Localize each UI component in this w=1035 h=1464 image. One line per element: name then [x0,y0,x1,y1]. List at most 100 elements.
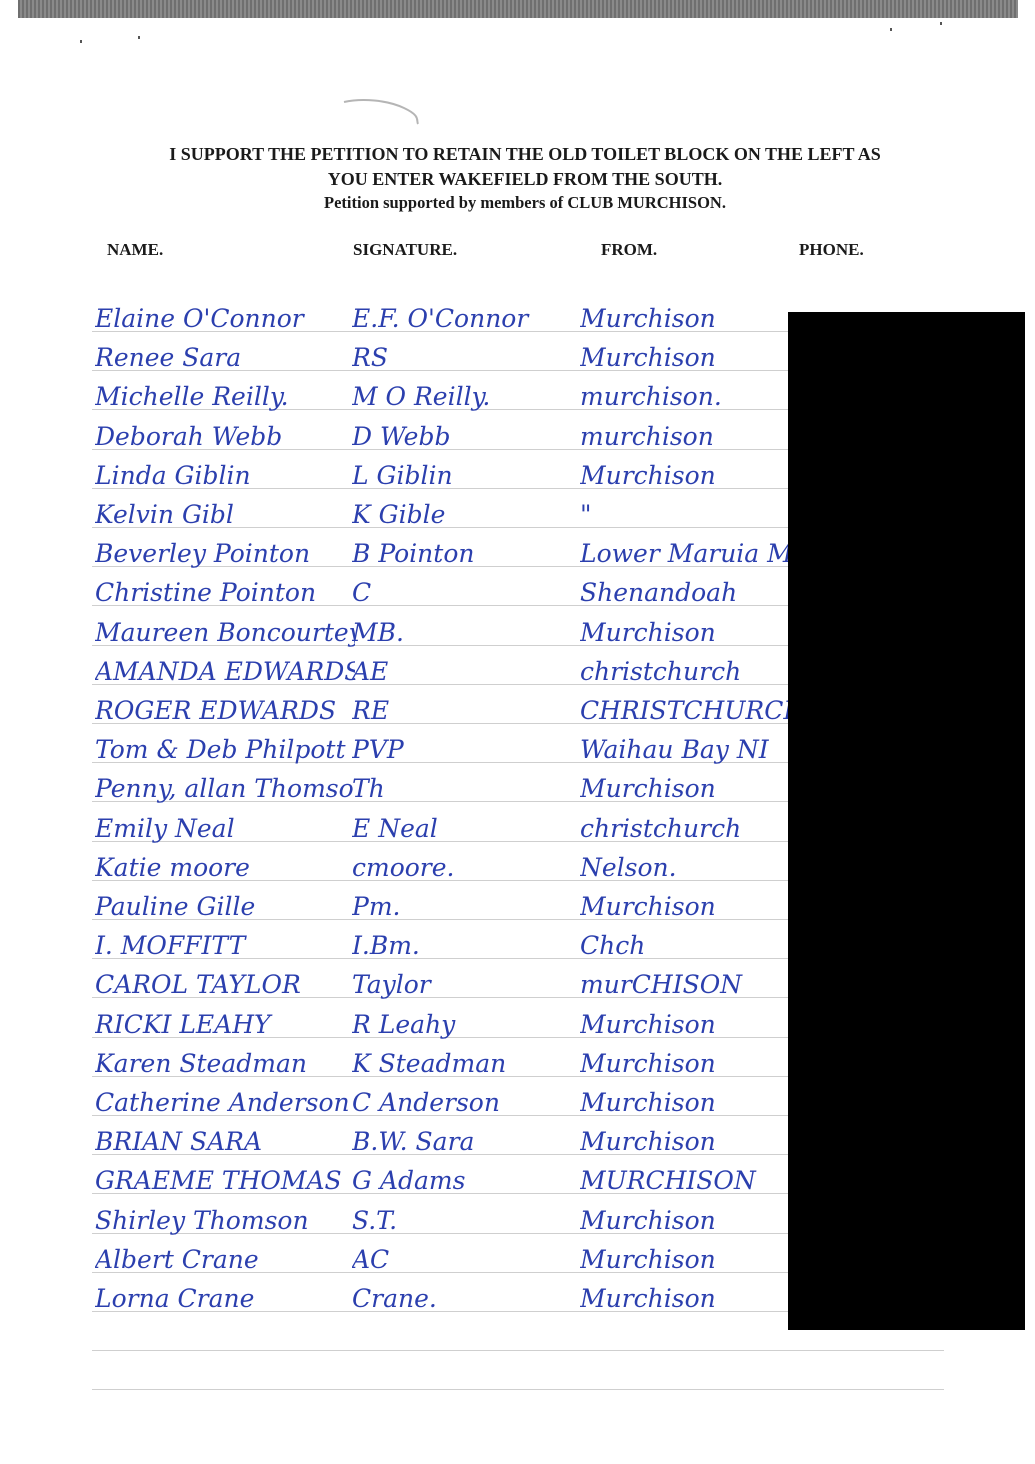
signer-signature: Taylor [352,970,431,1000]
signer-name: RICKI LEAHY [95,1009,271,1039]
signer-signature: G Adams [352,1166,466,1196]
phone-redaction-block [788,312,1025,1330]
signer-signature: MB. [352,617,404,647]
scan-edge-strip [18,0,1018,18]
signer-signature: C [352,578,372,608]
scan-speck [80,40,82,43]
ruled-line [92,840,944,842]
signer-location: Chch [580,931,646,961]
ruled-line [92,1193,944,1195]
petition-title-line-1: I SUPPORT THE PETITION TO RETAIN THE OLD… [169,144,881,164]
signer-location: Murchison [580,617,716,647]
ruled-line [92,919,944,920]
signer-name: Christine Pointon [95,578,317,608]
ruled-line [92,1154,944,1156]
ruled-line [92,448,944,450]
ruled-line [92,527,944,528]
ruled-line [92,801,944,803]
signer-location: murchison. [580,382,722,412]
signer-location: Murchison [580,1244,716,1274]
petition-subtitle: Petition supported by members of CLUB MU… [324,193,726,212]
signer-location: Murchison [580,304,716,333]
signer-signature: D Webb [352,421,451,451]
signer-location: murCHISON [580,970,743,1000]
signer-name: Lorna Crane [95,1284,255,1313]
signer-signature: K Gible [352,500,446,529]
signer-name: Emily Neal [95,813,235,843]
signer-signature: L Giblin [352,460,453,490]
signer-signature: B Pointon [352,539,475,569]
signer-location: Murchison [580,1284,716,1313]
signer-name: Tom & Deb Philpott [95,735,346,765]
signer-location: Murchison [580,460,716,490]
ruled-line [92,370,944,372]
signer-location: Shenandoah [580,578,738,608]
ruled-line [92,1036,944,1038]
ruled-line [92,1271,944,1273]
signer-name: Kelvin Gibl [95,500,234,529]
signer-name: Renee Sara [95,343,242,373]
scan-speck [138,36,140,39]
ruled-line [92,1389,944,1391]
signer-location: christchurch [580,656,742,686]
signer-location: Murchison [580,1088,716,1117]
signer-name: CAROL TAYLOR [95,970,301,1000]
signer-location: Murchison [580,774,716,804]
ruled-line [92,1115,944,1116]
signer-signature: Crane. [352,1284,437,1313]
scan-speck [940,22,942,25]
ruled-line [92,1075,944,1077]
signer-name: Albert Crane [95,1244,259,1274]
signer-name: Michelle Reilly. [95,382,289,412]
signer-location: CHRISTCHURCH [580,696,788,725]
signer-signature: R Leahy [352,1009,456,1039]
signer-location: " [580,500,592,529]
signer-name: Linda Giblin [95,460,251,490]
ruled-line [92,683,944,685]
ruled-line [92,1350,944,1352]
signer-name: Karen Steadman [95,1048,307,1078]
signer-name: ROGER EDWARDS [95,696,337,725]
signer-signature: AC [352,1244,390,1274]
signature-row: Michelle Reilly.M O Reilly.murchison. [0,378,1035,416]
ruled-line [92,723,944,724]
signature-row: Maureen Boncourtey.MB.Murchison [0,614,1035,652]
signature-row: Christine Pointon C Shenandoah [0,574,1035,612]
column-header-signature: SIGNATURE. [353,240,458,259]
signer-name: Pauline Gille [95,892,256,921]
signer-signature: K Steadman [352,1048,507,1078]
signer-location: Murchison [580,1048,716,1078]
scan-speck [890,28,892,31]
signer-name: Beverley Pointon [95,539,311,569]
signer-signature: E Neal [352,813,438,843]
signer-location: murchison [580,421,714,451]
ruled-line [92,331,944,332]
column-header-name: NAME. [107,240,164,259]
signer-location: Murchison [580,892,716,921]
ruled-line [92,566,944,568]
signer-signature: RS [352,343,388,373]
ruled-line [92,762,944,764]
signer-location: Waihau Bay NI [580,735,769,765]
column-header-from: FROM. [601,240,658,259]
ruled-line [92,605,944,607]
signer-location: Lower Maruia Ma [580,539,788,569]
signer-location: Murchison [580,1127,716,1157]
column-header-phone: PHONE. [799,240,864,259]
signer-signature: E.F. O'Connor [352,304,529,333]
signer-name: Katie moore [95,852,250,882]
signer-name: GRAEME THOMAS [95,1166,342,1196]
signer-name: AMANDA EDWARDS [95,656,355,686]
signature-row: Lorna Crane Crane. Murchison [0,1280,1035,1318]
